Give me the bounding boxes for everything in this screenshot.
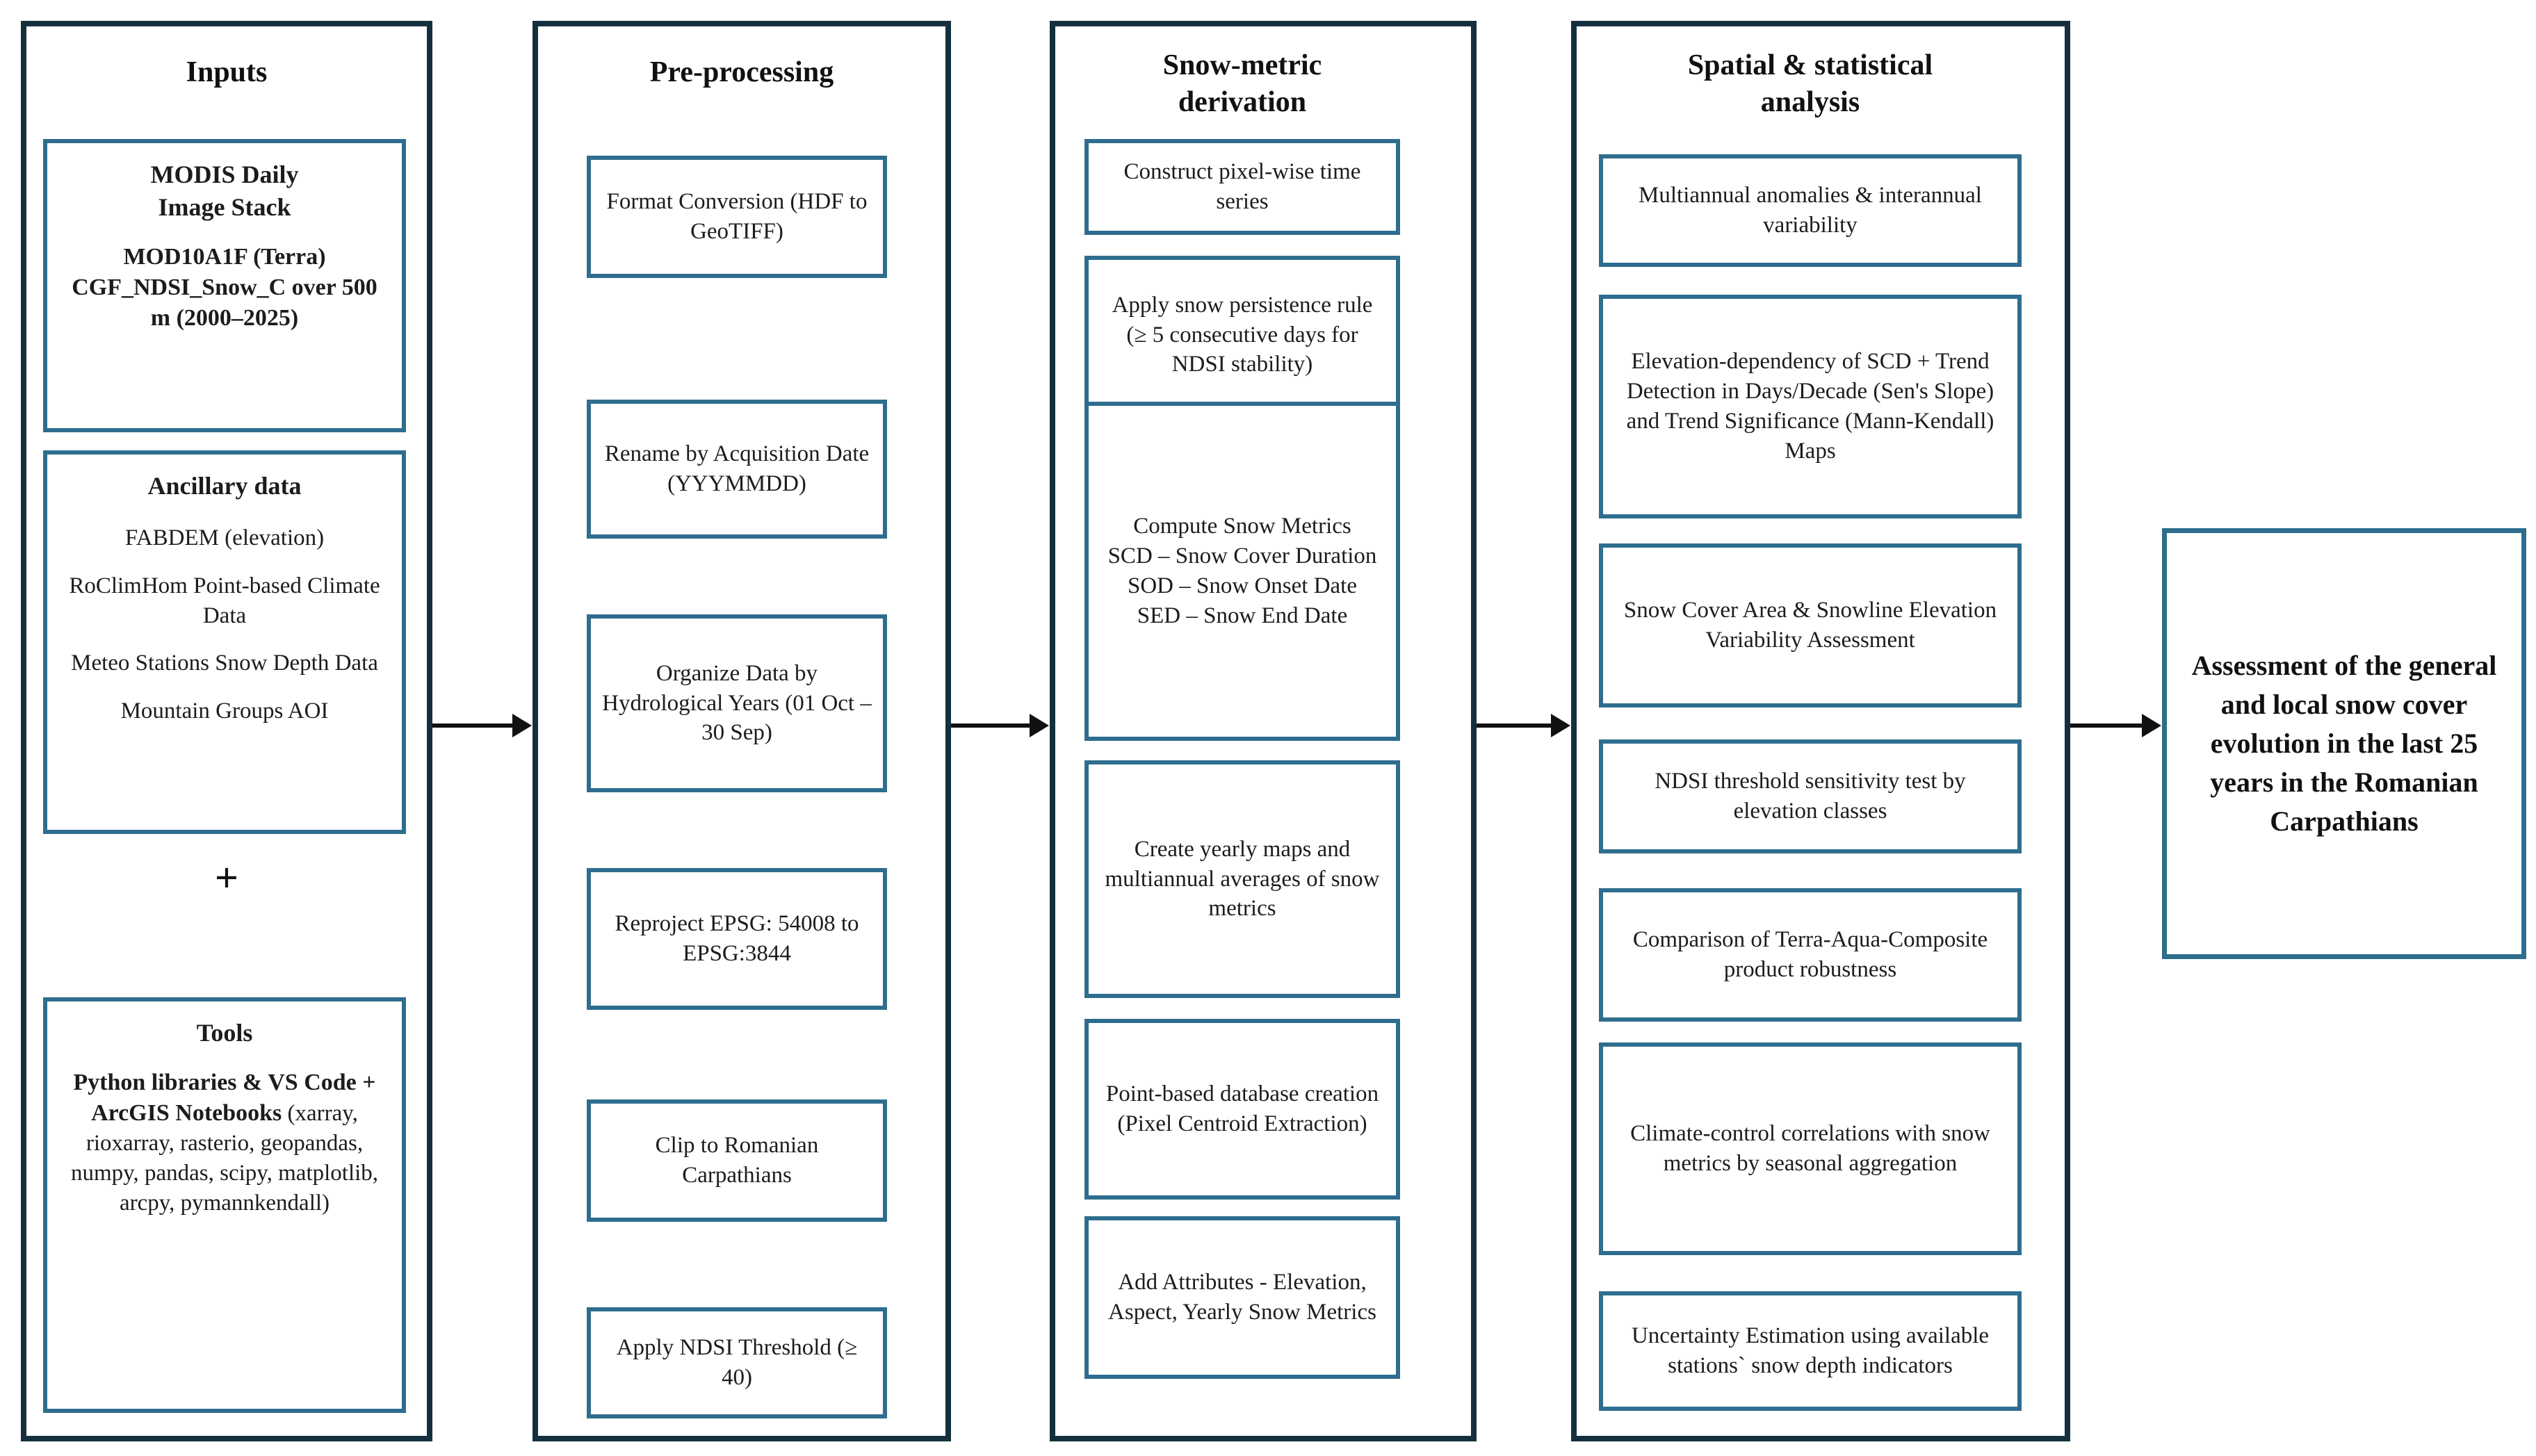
ancillary-item: RoClimHom Point-based Climate Data bbox=[69, 573, 380, 628]
spatial-analysis-step-6: Climate-control correlations with snow m… bbox=[1599, 1042, 2022, 1255]
spatial-analysis-step-3: Snow Cover Area & Snowline Elevation Var… bbox=[1599, 543, 2022, 707]
ancillary-box: Ancillary data FABDEM (elevation) RoClim… bbox=[43, 450, 406, 834]
preprocessing-column: Pre-processing Format Conversion (HDF to… bbox=[533, 21, 951, 1441]
modis-box-title: MODIS Daily Image Stack bbox=[150, 161, 299, 221]
preprocessing-step-2: Rename by Acquisition Date (YYYMMDD) bbox=[587, 400, 887, 539]
flow-arrow-1 bbox=[432, 714, 532, 737]
spatial-analysis-step-7: Uncertainty Estimation using available s… bbox=[1599, 1291, 2022, 1411]
tools-box-rest: (xarray, rioxarray, rasterio, geopandas,… bbox=[70, 1100, 379, 1216]
preprocessing-column-title: Pre-processing bbox=[649, 56, 834, 88]
snow-metric-step-6: Add Attributes - Elevation, Aspect, Year… bbox=[1084, 1216, 1400, 1379]
spatial-analysis-column: Spatial & statistical analysis Multiannu… bbox=[1571, 21, 2070, 1441]
inputs-column-title: Inputs bbox=[186, 56, 268, 88]
ancillary-box-title: Ancillary data bbox=[147, 472, 302, 500]
modis-box-body: MOD10A1F (Terra) CGF_NDSI_Snow_C over 50… bbox=[72, 243, 377, 331]
spatial-analysis-step-2: Elevation-dependency of SCD + Trend Dete… bbox=[1599, 295, 2022, 518]
tools-box-title: Tools bbox=[196, 1019, 253, 1047]
spatial-analysis-step-1: Multiannual anomalies & interannual vari… bbox=[1599, 154, 2022, 267]
inputs-column: Inputs MODIS Daily Image Stack MOD10A1F … bbox=[21, 21, 432, 1441]
flow-arrow-3 bbox=[1477, 714, 1570, 737]
assessment-output-box: Assessment of the general and local snow… bbox=[2162, 528, 2526, 959]
preprocessing-step-5: Clip to Romanian Carpathians bbox=[587, 1099, 887, 1222]
spatial-analysis-column-title: Spatial & statistical analysis bbox=[1687, 49, 1933, 118]
plus-symbol: + bbox=[214, 855, 239, 901]
ancillary-item: Mountain Groups AOI bbox=[120, 698, 329, 724]
spatial-analysis-step-4: NDSI threshold sensitivity test by eleva… bbox=[1599, 739, 2022, 853]
tools-box-body: Python libraries & VS Code + ArcGIS Note… bbox=[60, 1068, 389, 1218]
snow-metric-step-1: Construct pixel-wise time series bbox=[1084, 139, 1400, 235]
snow-metric-column-title: Snow-metric derivation bbox=[1162, 49, 1322, 118]
preprocessing-step-4: Reproject EPSG: 54008 to EPSG:3844 bbox=[587, 868, 887, 1010]
tools-box-lead: Python libraries & VS Code + ArcGIS Note… bbox=[73, 1069, 376, 1126]
flow-arrow-2 bbox=[951, 714, 1049, 737]
preprocessing-step-1: Format Conversion (HDF to GeoTIFF) bbox=[587, 156, 887, 278]
ancillary-item: FABDEM (elevation) bbox=[124, 525, 325, 550]
snow-metric-step-2: Apply snow persistence rule (≥ 5 consecu… bbox=[1084, 256, 1400, 414]
preprocessing-step-6: Apply NDSI Threshold (≥ 40) bbox=[587, 1307, 887, 1418]
ancillary-item: Meteo Stations Snow Depth Data bbox=[71, 651, 378, 676]
modis-box: MODIS Daily Image Stack MOD10A1F (Terra)… bbox=[43, 139, 406, 432]
snow-metric-step-4: Create yearly maps and multiannual avera… bbox=[1084, 760, 1400, 998]
snow-metric-step-3: Compute Snow Metrics SCD – Snow Cover Du… bbox=[1084, 402, 1400, 741]
preprocessing-step-3: Organize Data by Hydrological Years (01 … bbox=[587, 614, 887, 792]
snow-metric-column: Snow-metric derivation Construct pixel-w… bbox=[1050, 21, 1477, 1441]
spatial-analysis-step-5: Comparison of Terra-Aqua-Composite produ… bbox=[1599, 888, 2022, 1022]
tools-box: Tools Python libraries & VS Code + ArcGI… bbox=[43, 997, 406, 1413]
flow-arrow-4 bbox=[2070, 714, 2161, 737]
snow-metric-step-5: Point-based database creation (Pixel Cen… bbox=[1084, 1019, 1400, 1200]
